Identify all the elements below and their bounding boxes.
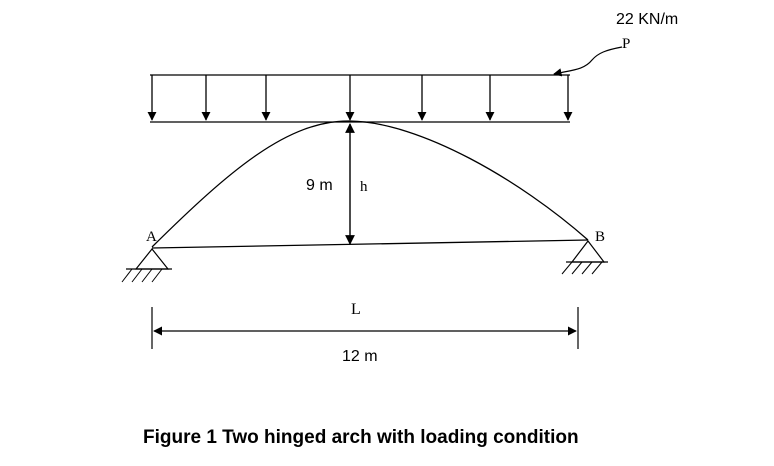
- pin-support-b: [561, 240, 608, 275]
- load-arrows: [147, 75, 573, 121]
- span-value-label: 12 m: [342, 348, 378, 365]
- rise-symbol-label: h: [360, 179, 368, 195]
- support-b-label: B: [595, 229, 605, 245]
- rise-value-label: 9 m: [306, 177, 333, 194]
- load-leader-arrow: [553, 46, 623, 77]
- arch-chord: [151, 239, 589, 249]
- pin-support-a: [121, 248, 172, 283]
- load-point-label: P: [622, 36, 630, 52]
- span-symbol-label: L: [351, 301, 361, 318]
- arch-curve: [151, 120, 589, 248]
- load-intensity-label: 22 KN/m: [616, 11, 678, 28]
- support-a-label: A: [146, 229, 157, 245]
- figure-caption: Figure 1 Two hinged arch with loading co…: [143, 427, 579, 448]
